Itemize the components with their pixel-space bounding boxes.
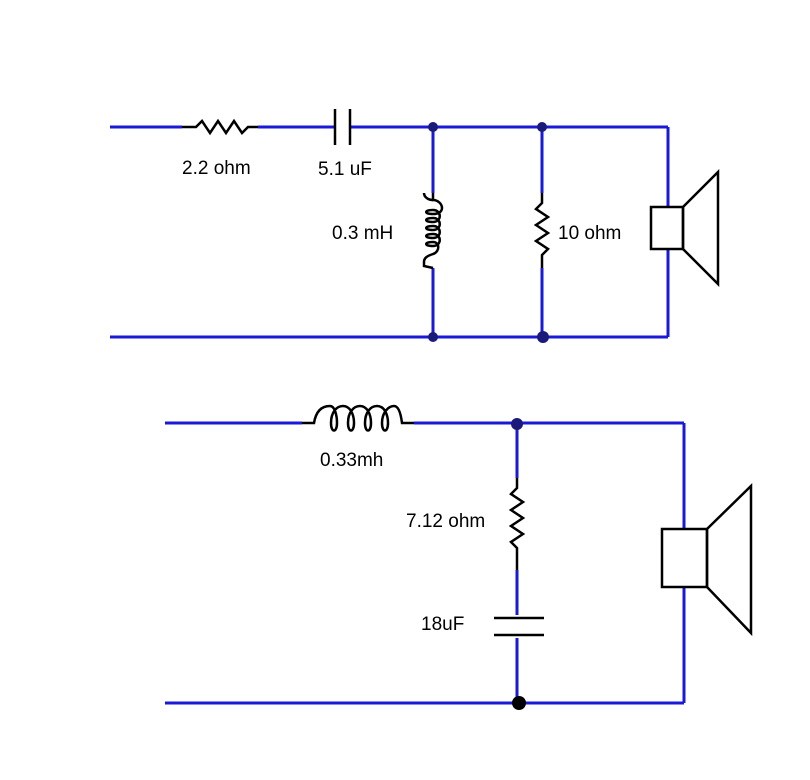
shunt-capacitor-label: 18uF <box>421 614 464 635</box>
junction-node <box>512 696 526 710</box>
series-resistor-label: 2.2 ohm <box>182 158 251 179</box>
junction-node <box>428 122 438 132</box>
shunt-inductor-icon <box>422 192 444 270</box>
junction-node <box>511 418 523 430</box>
speaker-icon <box>649 168 720 288</box>
series-inductor-label: 0.33mh <box>320 450 383 471</box>
series-capacitor-icon <box>333 109 352 145</box>
shunt-inductor-label: 0.3 mH <box>332 223 393 244</box>
junction-node <box>537 331 549 343</box>
shunt-resistor-label: 10 ohm <box>558 223 621 244</box>
shunt-capacitor-icon <box>494 616 544 637</box>
series-inductor-icon <box>302 404 414 432</box>
series-resistor-icon <box>182 118 258 136</box>
speaker-icon <box>660 483 753 637</box>
shunt-resistor-icon <box>533 193 551 268</box>
junction-node <box>537 122 547 132</box>
shunt-resistor-label: 7.12 ohm <box>406 511 485 532</box>
top-circuit: 2.2 ohm 5.1 uF 0.3 mH 10 ohm <box>110 109 720 343</box>
bottom-circuit: 0.33mh 7.12 ohm 18uF <box>165 404 753 710</box>
shunt-resistor-icon <box>508 478 526 570</box>
junction-node <box>428 332 438 342</box>
series-capacitor-label: 5.1 uF <box>318 159 372 180</box>
